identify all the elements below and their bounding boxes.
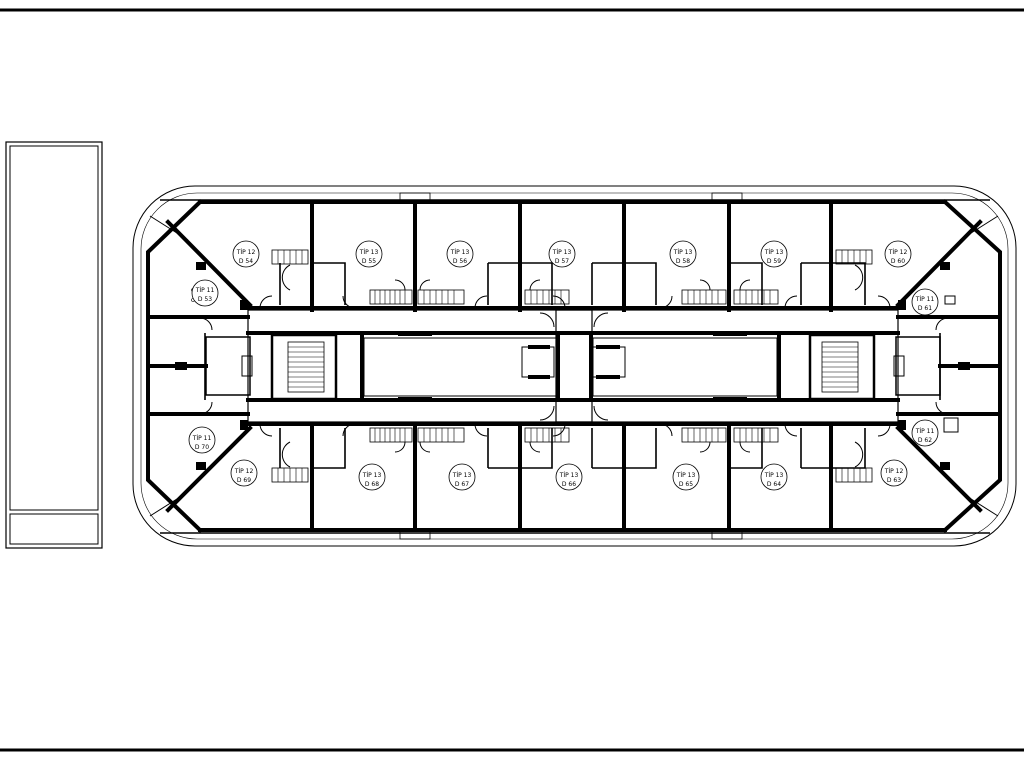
- unit-tag-tip: TİP 12: [884, 468, 904, 475]
- unit-tag-circle: [911, 288, 939, 316]
- unit-tag-tip: TİP 12: [236, 249, 256, 256]
- unit-tag-circle: [232, 240, 260, 268]
- column-markers: [196, 262, 950, 470]
- unit-tag-circle: [555, 463, 583, 491]
- unit-tag-no: D 64: [767, 481, 781, 488]
- bottom-units-walls: [248, 422, 902, 540]
- top-units-walls: [248, 192, 902, 312]
- unit-tag-circle: [911, 419, 939, 447]
- side-units-walls: [146, 288, 1002, 433]
- unit-tag-no: D 65: [679, 481, 693, 488]
- unit-tag-no: D 55: [362, 258, 376, 265]
- unit-tag-tip: TİP 11: [192, 435, 212, 442]
- unit-tag-tip: TİP 12: [234, 468, 254, 475]
- unit-tag-no: D 70: [195, 444, 209, 451]
- unit-tag-tip: TİP 13: [450, 249, 470, 256]
- unit-tag-no: D 53: [198, 296, 212, 303]
- unit-tag-tip: TİP 13: [764, 249, 784, 256]
- unit-tag-tip: TİP 13: [362, 472, 382, 479]
- title-block: [5, 141, 103, 549]
- unit-tag-circle: [191, 279, 219, 307]
- unit-tag-circle: [446, 240, 474, 268]
- unit-tag-no: D 57: [555, 258, 569, 265]
- unit-tag-no: D 59: [767, 258, 781, 265]
- stair-core-left: [205, 333, 338, 401]
- unit-tag-circle: [760, 240, 788, 268]
- unit-tag-no: D 68: [365, 481, 379, 488]
- unit-tag-no: D 54: [239, 258, 253, 265]
- unit-tag-tip: TİP 13: [676, 472, 696, 479]
- stair-core-right: [808, 333, 941, 401]
- unit-tag-no: D 66: [562, 481, 576, 488]
- unit-tag-circle: [448, 463, 476, 491]
- unit-tag-tip: TİP 13: [559, 472, 579, 479]
- unit-tag-tip: TİP 13: [452, 472, 472, 479]
- central-corridor: [246, 309, 900, 423]
- unit-tag-no: D 67: [455, 481, 469, 488]
- unit-tag-circle: [230, 459, 258, 487]
- unit-tag-circle: [548, 240, 576, 268]
- unit-tag-circle: [672, 463, 700, 491]
- unit-tag-circle: [884, 240, 912, 268]
- unit-tag-no: D 61: [918, 305, 932, 312]
- unit-tag-tip: TİP 12: [888, 249, 908, 256]
- unit-tag-no: D 58: [676, 258, 690, 265]
- unit-tag-tip: TİP 11: [195, 287, 215, 294]
- unit-tag-circle: [355, 240, 383, 268]
- unit-tag-circle: [880, 459, 908, 487]
- unit-tag-no: D 62: [918, 437, 932, 444]
- unit-tag-tip: TİP 11: [915, 428, 935, 435]
- unit-tag-circle: [760, 463, 788, 491]
- unit-tag-tip: TİP 13: [359, 249, 379, 256]
- unit-tags-bottom: TİP 12 D 69 TİP 13 D 68 TİP 13 D 67 TİP …: [230, 459, 908, 491]
- unit-tag-circle: [358, 463, 386, 491]
- unit-tag-tip: TİP 13: [673, 249, 693, 256]
- unit-tag-no: D 56: [453, 258, 467, 265]
- unit-tag-tip: TİP 11: [915, 296, 935, 303]
- unit-tag-no: D 69: [237, 477, 251, 484]
- unit-tag-circle: [188, 426, 216, 454]
- unit-tag-tip: TİP 13: [552, 249, 572, 256]
- unit-tag-tip: TİP 13: [764, 472, 784, 479]
- unit-tag-no: D 63: [887, 477, 901, 484]
- unit-tag-no: D 60: [891, 258, 905, 265]
- unit-tag-circle: [669, 240, 697, 268]
- building-outline: [132, 185, 1017, 547]
- unit-tags-top: TİP 12 D 54 TİP 13 D 55 TİP 13 D 56 TİP …: [232, 240, 912, 268]
- unit-tags-side: TİP 11 D 53 TİP 11 D 70 TİP 11 D 61 TİP …: [188, 279, 939, 454]
